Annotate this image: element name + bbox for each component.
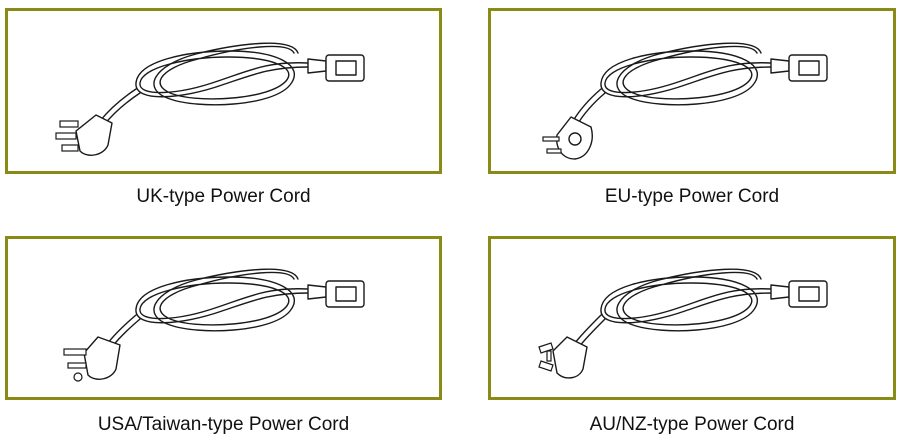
figure-panel-eu — [488, 8, 896, 174]
caption-au: AU/NZ-type Power Cord — [589, 414, 795, 435]
cord-loop — [574, 268, 772, 348]
cord-loop — [99, 42, 309, 126]
eu-plug-icon — [542, 116, 593, 160]
figure-panel-au — [488, 236, 896, 400]
usa-plug-icon — [63, 336, 121, 382]
uk-plug-icon — [55, 114, 113, 156]
cord-loop — [107, 268, 309, 348]
uk-power-cord-icon — [55, 42, 365, 156]
au-power-cord-icon — [538, 268, 828, 379]
connector-c13 — [307, 280, 365, 308]
connector-c13 — [770, 54, 828, 82]
usa-power-cord-icon — [63, 268, 365, 382]
connector-c13 — [770, 280, 828, 308]
figure-panel-usa — [5, 236, 442, 400]
figure-panel-uk — [5, 8, 442, 174]
au-plug-icon — [538, 336, 588, 379]
eu-power-cord-icon — [542, 42, 828, 160]
cord-loop — [572, 42, 772, 126]
caption-uk: UK-type Power Cord — [136, 186, 311, 207]
caption-eu: EU-type Power Cord — [604, 186, 780, 207]
caption-usa: USA/Taiwan-type Power Cord — [97, 414, 350, 435]
connector-c13 — [307, 54, 365, 82]
